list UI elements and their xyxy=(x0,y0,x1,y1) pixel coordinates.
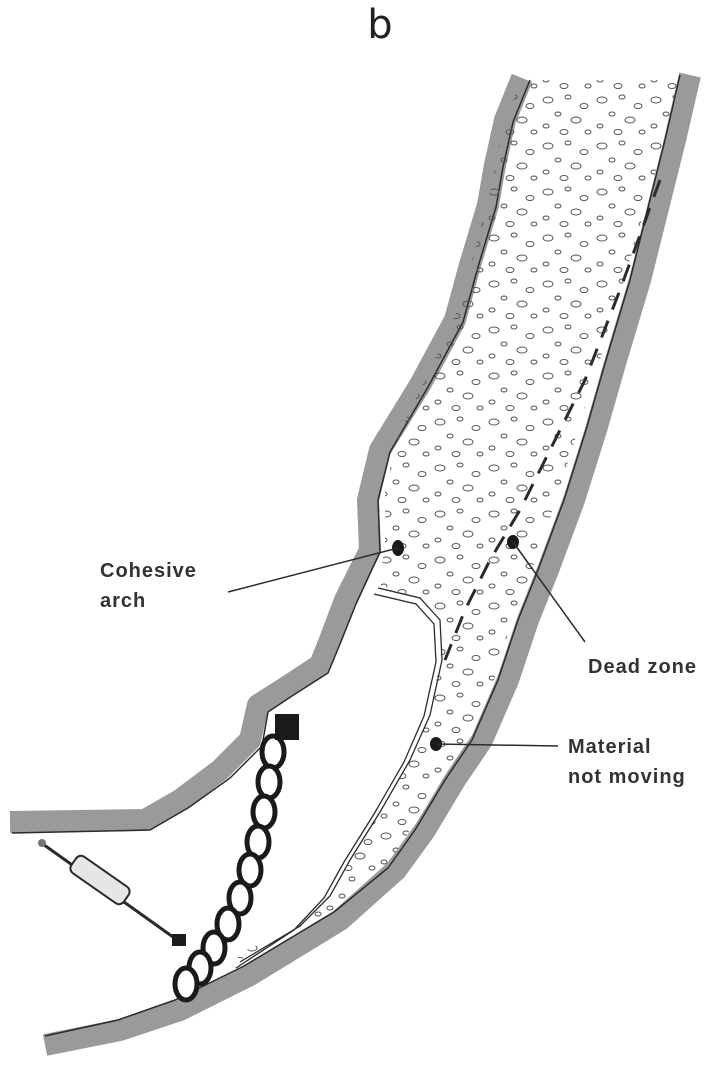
chain-anchor xyxy=(275,714,299,740)
label-material-not-moving: Material not moving xyxy=(568,732,686,792)
label-dead-zone: Dead zone xyxy=(588,652,697,682)
label-cohesive-arch: Cohesive arch xyxy=(100,556,197,616)
actuator xyxy=(38,839,186,946)
